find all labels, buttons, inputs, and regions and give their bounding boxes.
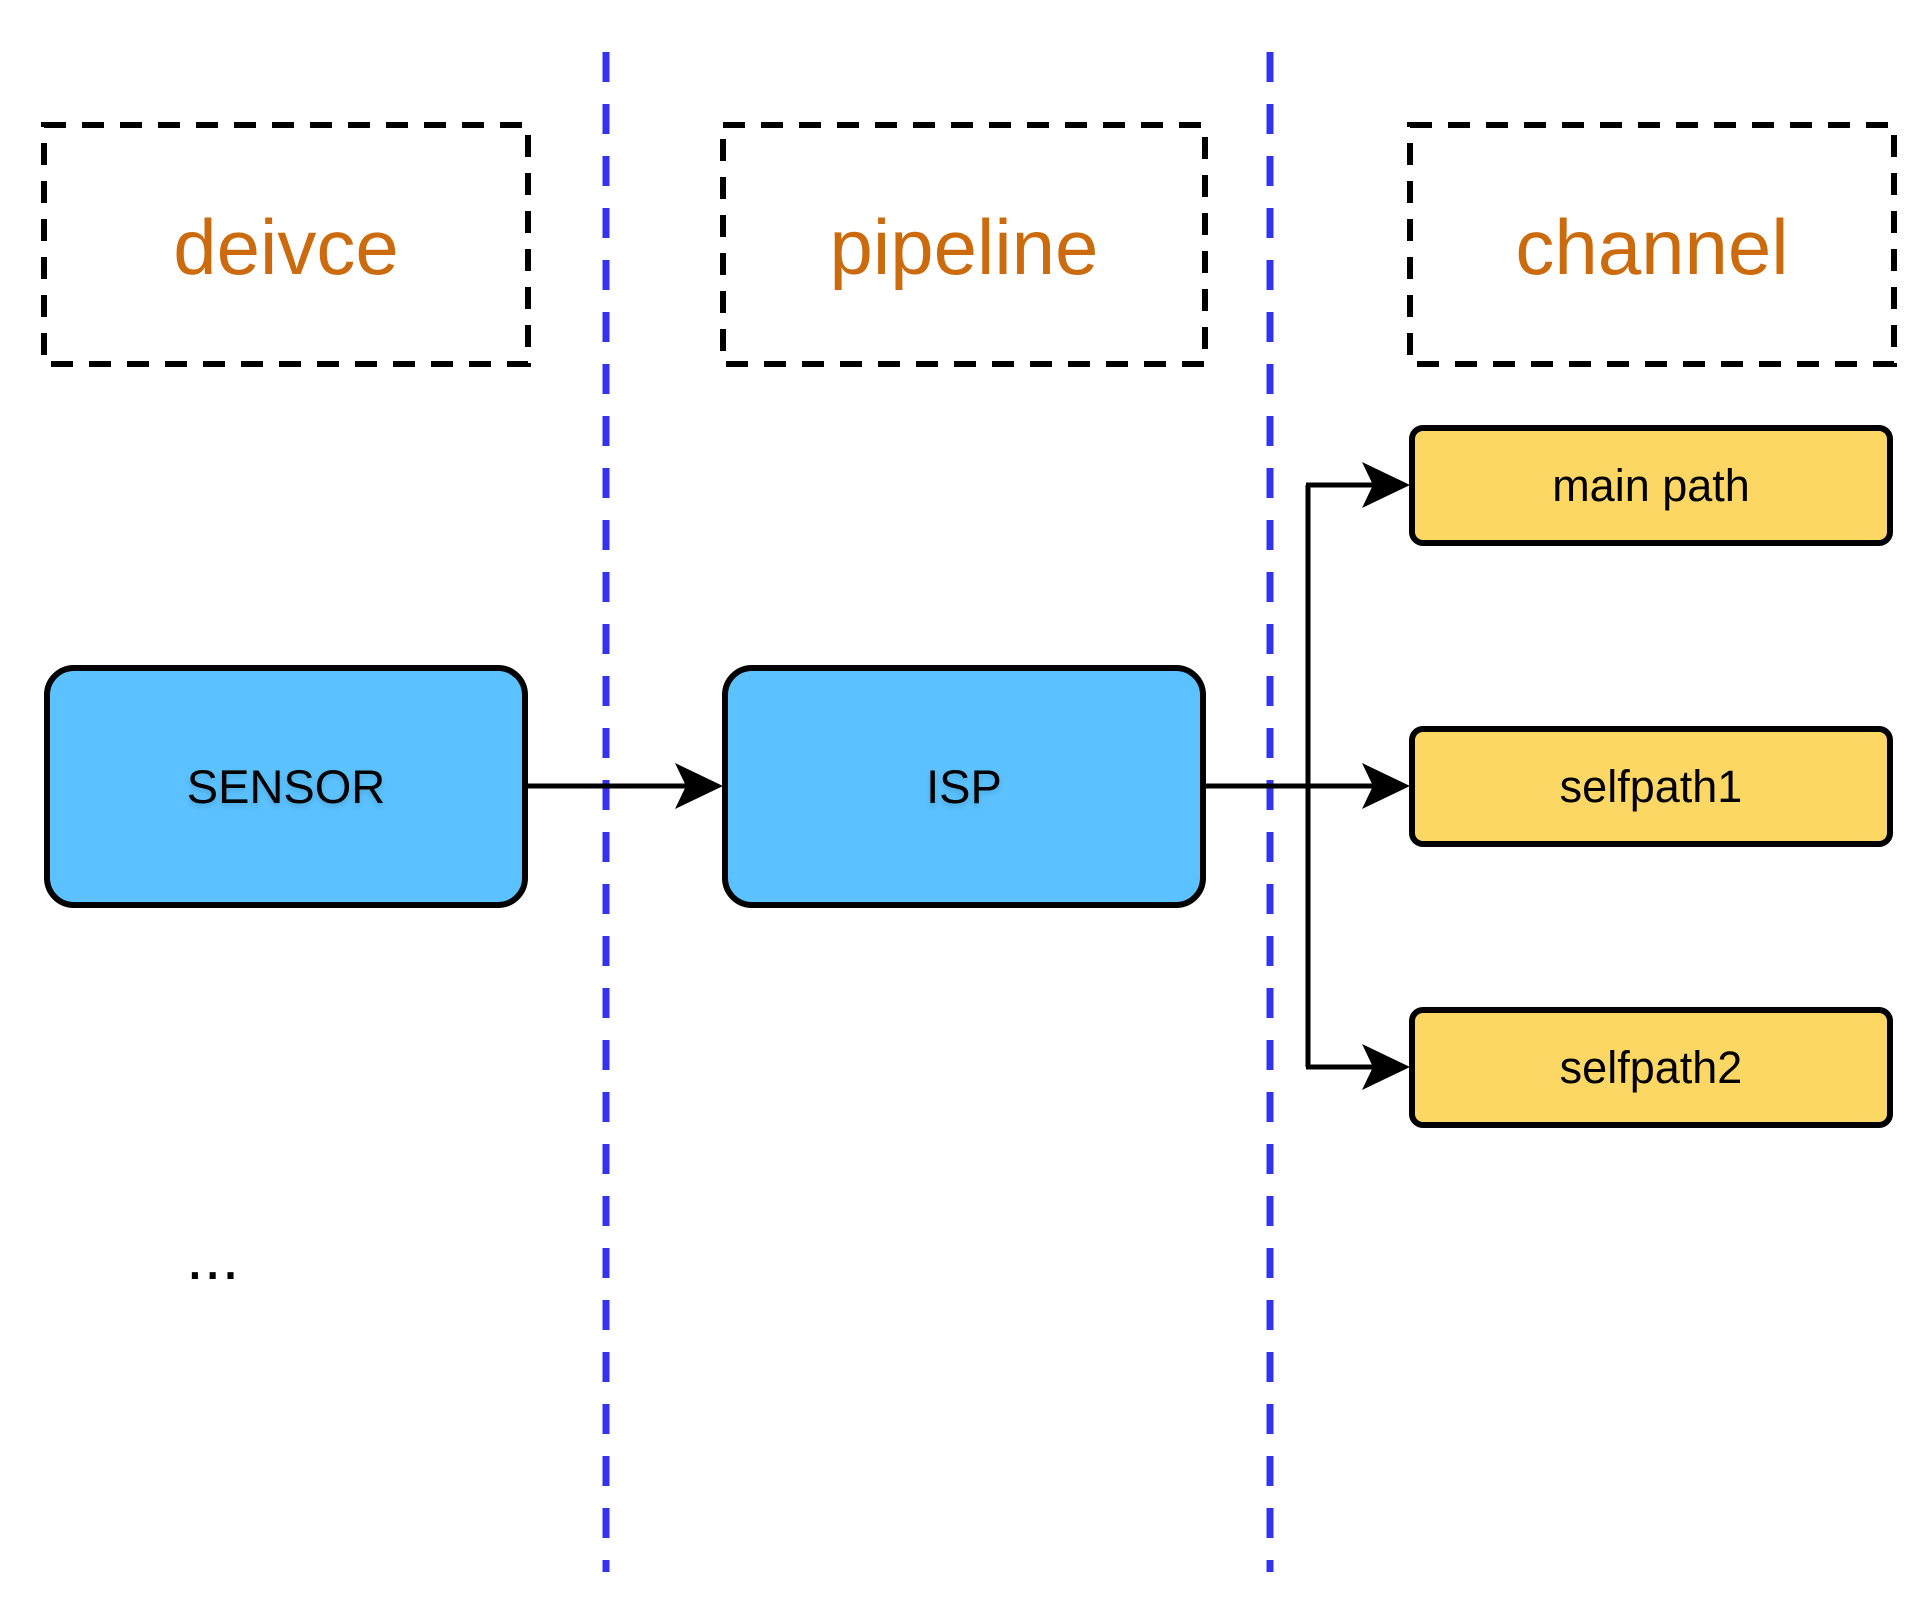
selfpath1-node: selfpath1 xyxy=(1409,726,1893,847)
column-header-device: deivce xyxy=(46,128,526,367)
selfpath2-node-label: selfpath2 xyxy=(1559,1041,1743,1093)
isp-node: ISP xyxy=(722,665,1206,908)
main-path-node: main path xyxy=(1409,425,1893,546)
column-header-channel: channel xyxy=(1412,128,1892,367)
more-devices-ellipsis: ... xyxy=(186,1221,240,1293)
column-header-channel-label: channel xyxy=(1515,203,1789,291)
column-header-device-label: deivce xyxy=(173,203,399,291)
header-frame-channel xyxy=(1407,122,1897,367)
arrowhead-main-path xyxy=(1362,462,1410,508)
header-frame-device xyxy=(41,122,531,367)
header-frame-pipeline xyxy=(720,122,1208,367)
selfpath2-node: selfpath2 xyxy=(1409,1007,1893,1128)
main-path-node-label: main path xyxy=(1552,459,1750,511)
sensor-node: SENSOR xyxy=(44,665,528,908)
arrowhead-isp xyxy=(675,763,723,809)
arrowhead-selfpath1 xyxy=(1362,763,1410,809)
column-header-pipeline: pipeline xyxy=(724,128,1204,367)
selfpath1-node-label: selfpath1 xyxy=(1559,760,1743,812)
isp-node-label: ISP xyxy=(926,760,1002,813)
column-header-pipeline-label: pipeline xyxy=(829,203,1099,291)
arrowhead-selfpath2 xyxy=(1362,1044,1410,1090)
sensor-node-label: SENSOR xyxy=(186,760,386,813)
